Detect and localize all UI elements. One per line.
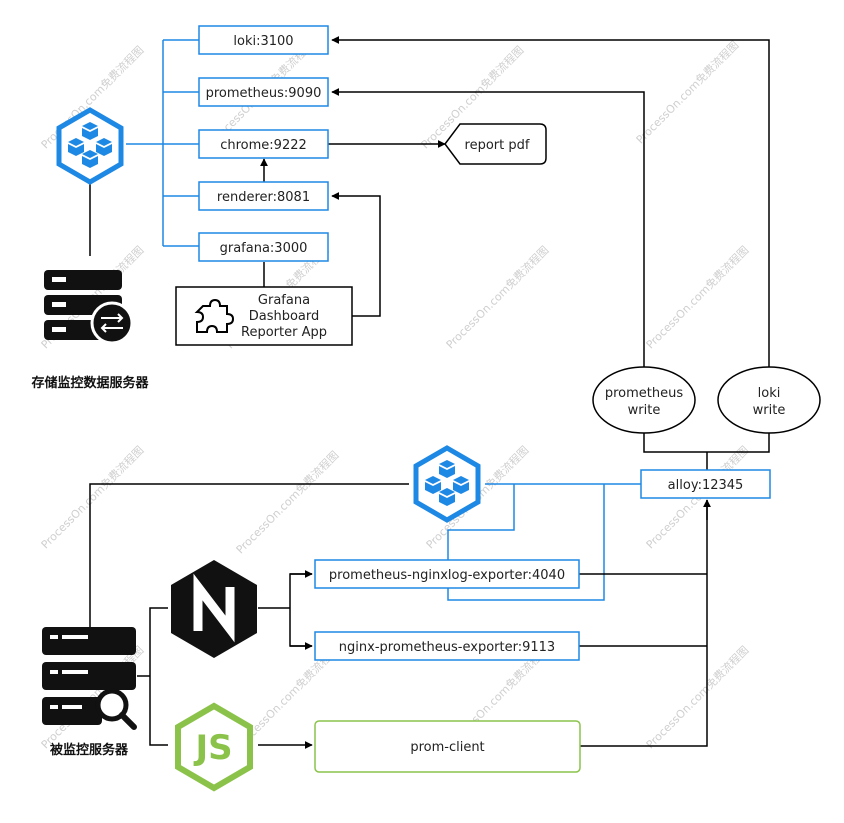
nginxlog-exporter-label: prometheus-nginxlog-exporter:4040 — [329, 568, 565, 583]
node-chrome[interactable]: chrome:9222 — [198, 129, 329, 159]
node-alloy[interactable]: alloy:12345 — [640, 469, 771, 499]
node-grafana-label: grafana:3000 — [220, 241, 308, 256]
node-chrome-label: chrome:9222 — [220, 138, 307, 153]
server-search-icon — [42, 627, 137, 730]
node-loki[interactable]: loki:3100 — [198, 25, 329, 55]
reporter-app-line1: Grafana — [258, 293, 310, 308]
watermark-text: ProcessOn.com免费流程图 — [233, 448, 341, 556]
nginx-exporter-label: nginx-prometheus-exporter:9113 — [339, 640, 555, 655]
connector-lines — [89, 36, 770, 749]
watermark-text: ProcessOn.com免费流程图 — [633, 38, 741, 146]
container-cluster-icon — [56, 107, 124, 185]
node-loki-write[interactable]: loki write — [717, 366, 821, 434]
prometheus-write-line2: write — [628, 403, 661, 418]
svg-text:JS: JS — [193, 728, 232, 768]
node-alloy-label: alloy:12345 — [668, 478, 744, 493]
node-nginxlog-exporter[interactable]: prometheus-nginxlog-exporter:4040 — [314, 559, 580, 589]
storage-server-label: 存储监控数据服务器 — [31, 375, 149, 391]
loki-write-line1: loki — [758, 386, 781, 401]
nodejs-logo: JS — [175, 702, 253, 792]
node-report-pdf[interactable]: report pdf — [444, 123, 547, 165]
watermark-text: ProcessOn.com免费流程图 — [643, 643, 751, 751]
watermark-text: ProcessOn.com免费流程图 — [643, 243, 751, 351]
node-renderer-label: renderer:8081 — [217, 190, 310, 205]
puzzle-plugin-icon — [194, 298, 235, 333]
watermark-text: ProcessOn.com免费流程图 — [38, 443, 146, 551]
node-report-pdf-label: report pdf — [465, 138, 530, 153]
container-cluster-icon-bottom — [413, 445, 481, 523]
node-prometheus-label: prometheus:9090 — [206, 86, 322, 101]
reporter-app-line2: Dashboard — [249, 309, 320, 324]
node-renderer[interactable]: renderer:8081 — [198, 181, 329, 211]
node-prometheus-write[interactable]: prometheus write — [592, 366, 696, 434]
reporter-app-line3: Reporter App — [241, 325, 327, 340]
node-nginx-exporter[interactable]: nginx-prometheus-exporter:9113 — [314, 631, 580, 661]
server-sync-icon — [44, 270, 134, 345]
node-prom-client[interactable]: prom-client — [314, 720, 581, 773]
node-grafana[interactable]: grafana:3000 — [198, 232, 329, 262]
node-loki-label: loki:3100 — [233, 34, 293, 49]
nginx-logo — [171, 560, 257, 658]
prom-client-label: prom-client — [410, 740, 484, 755]
monitored-server-label: 被监控服务器 — [49, 742, 129, 758]
node-prometheus[interactable]: prometheus:9090 — [198, 77, 329, 107]
watermark-text: ProcessOn.com免费流程图 — [443, 243, 551, 351]
loki-write-line2: write — [753, 403, 786, 418]
node-reporter-app[interactable]: Grafana Dashboard Reporter App — [175, 286, 353, 346]
prometheus-write-line1: prometheus — [605, 386, 684, 401]
